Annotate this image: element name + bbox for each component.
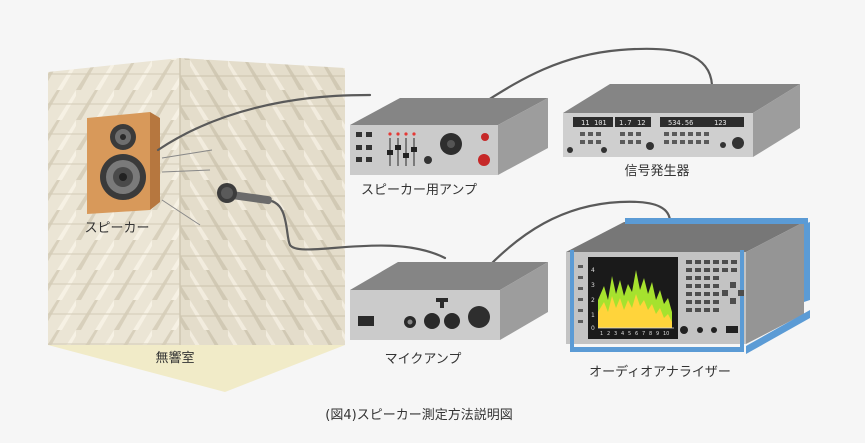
audio-analyzer-label: オーディオアナライザー [589, 364, 731, 380]
speaker: スピーカー [84, 112, 160, 236]
generator-keys [580, 132, 709, 144]
y-tick: 2 [591, 297, 595, 304]
speaker-label: スピーカー [84, 221, 149, 236]
display-left: 11 101 [573, 117, 613, 127]
anechoic-room-label: 無響室 [155, 350, 194, 366]
signal-generator: 11 101 1.7 12 534.56 123 信号発生器 [563, 84, 800, 179]
floor [48, 345, 345, 392]
mic-amp: マイクアンプ [350, 262, 548, 367]
x-tick: 10 [663, 331, 669, 337]
figure-caption: (図4)スピーカー測定方法説明図 [325, 407, 512, 423]
speaker-cable [156, 93, 372, 152]
microphone [217, 183, 272, 205]
sound-lines [161, 149, 213, 226]
x-tick: 9 [656, 331, 659, 337]
x-tick: 4 [621, 331, 624, 337]
micamp-to-analyzer-cable [488, 200, 672, 267]
woofer [100, 154, 146, 200]
display-right: 534.56 123 [660, 117, 744, 127]
faders [387, 132, 417, 166]
power-button [478, 154, 490, 166]
speaker-amp: スピーカー用アンプ [350, 98, 548, 198]
display-left-2: 101 [594, 119, 607, 127]
display-left-1: 11 [581, 119, 589, 127]
y-ticks: 4 3 2 1 0 [591, 267, 595, 332]
audio-analyzer: 4 3 2 1 0 1 2 3 4 5 6 7 8 9 10 [566, 218, 810, 380]
spectrum-yellow [598, 294, 672, 328]
mic-cable [263, 198, 447, 260]
cables [156, 47, 714, 267]
generator-knob [732, 137, 744, 149]
display-right-2: 123 [714, 119, 727, 127]
y-tick: 1 [591, 312, 595, 319]
display-middle: 1.7 12 [615, 117, 651, 127]
x-tick: 5 [628, 331, 631, 337]
amp-to-generator-cable [486, 47, 714, 102]
x-ticks: 1 2 3 4 5 6 7 8 9 10 [600, 331, 669, 337]
analyzer-side-buttons [578, 265, 583, 323]
x-tick: 1 [600, 331, 603, 337]
analyzer-dpad [722, 282, 744, 304]
x-tick: 3 [614, 331, 617, 337]
display-middle-1: 1.7 [619, 119, 632, 127]
analyzer-keypad [686, 260, 737, 312]
analyzer-screen: 4 3 2 1 0 1 2 3 4 5 6 7 8 9 10 [588, 257, 678, 339]
analyzer-frame [570, 218, 810, 354]
display-middle-2: 12 [637, 119, 645, 127]
tweeter [110, 124, 136, 150]
y-tick: 3 [591, 282, 595, 289]
mic-amp-label: マイクアンプ [385, 352, 462, 367]
signal-generator-label: 信号発生器 [624, 164, 689, 179]
y-tick: 4 [591, 267, 595, 274]
speaker-amp-label: スピーカー用アンプ [361, 183, 477, 198]
x-tick: 7 [642, 331, 645, 337]
mic-amp-knob [468, 306, 490, 328]
x-tick: 8 [649, 331, 652, 337]
display-right-1: 534.56 [668, 119, 693, 127]
y-tick: 0 [591, 325, 595, 332]
x-tick: 2 [607, 331, 610, 337]
x-tick: 6 [635, 331, 638, 337]
